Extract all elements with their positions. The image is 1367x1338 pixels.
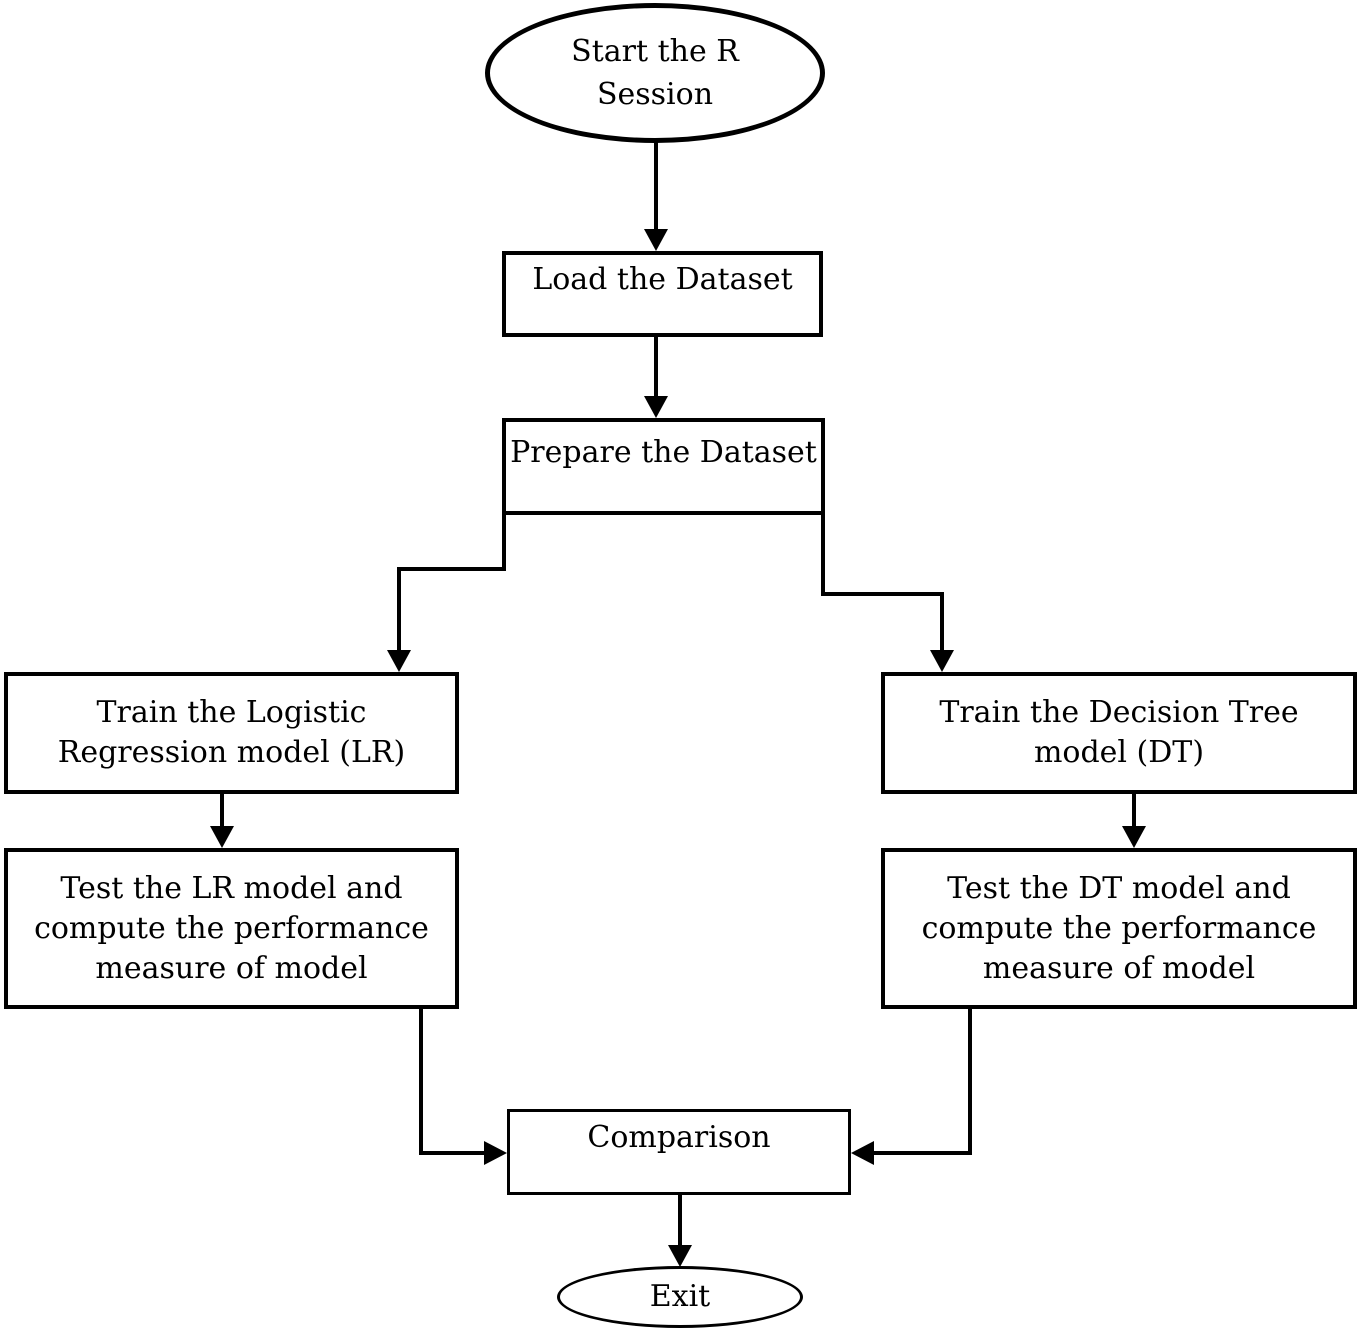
connector-testlr-comparison-h <box>419 1151 486 1155</box>
node-test-dt-label-line3: measure of model <box>982 950 1256 986</box>
node-start-label-line1: Start the R <box>571 34 739 69</box>
connector-prepare-traindt-v2 <box>940 592 944 651</box>
connector-comparison-exit-line <box>678 1195 682 1246</box>
connector-prepare-traindt-v1 <box>821 515 825 596</box>
connector-testdt-comparison-v <box>968 1009 972 1155</box>
arrowhead-comparison-exit-icon <box>668 1245 692 1267</box>
node-start-label-line2: Session <box>596 77 714 112</box>
node-test-lr-label-line2: compute the performance <box>34 910 429 946</box>
arrowhead-testlr-comparison-icon <box>484 1141 507 1165</box>
arrowhead-prepare-traindt-icon <box>930 650 954 672</box>
node-prepare-dataset-label: Prepare the Dataset <box>510 434 817 470</box>
arrowhead-traindt-testdt-icon <box>1122 826 1146 848</box>
arrowhead-start-load-icon <box>644 229 668 251</box>
connector-load-prepare-line <box>654 337 658 397</box>
connector-testlr-comparison-v <box>419 1009 423 1155</box>
connector-testdt-comparison-h <box>872 1151 972 1155</box>
connector-prepare-trainlr-h <box>397 567 506 571</box>
connector-start-load-line <box>654 141 658 230</box>
node-test-lr: Test the LR model and compute the perfor… <box>4 848 459 1009</box>
node-test-dt: Test the DT model and compute the perfor… <box>881 848 1357 1009</box>
node-train-dt-label-line1: Train the Decision Tree <box>939 695 1299 730</box>
node-comparison: Comparison <box>507 1109 851 1195</box>
connector-prepare-trainlr-v1 <box>502 515 506 571</box>
node-exit-terminal: Exit <box>557 1266 803 1328</box>
node-test-dt-label-line1: Test the DT model and <box>947 870 1291 906</box>
node-load-dataset-label: Load the Dataset <box>532 262 793 297</box>
connector-traindt-testdt-line <box>1132 794 1136 828</box>
node-exit-label: Exit <box>649 1279 711 1314</box>
node-train-lr-label-line1: Train the Logistic <box>96 695 367 730</box>
connector-prepare-traindt-h <box>821 592 944 596</box>
arrowhead-load-prepare-icon <box>644 396 668 418</box>
node-test-lr-label-line1: Test the LR model and <box>60 870 403 906</box>
node-load-dataset: Load the Dataset <box>502 251 823 337</box>
connector-prepare-trainlr-v2 <box>397 567 401 651</box>
node-test-dt-label-line2: compute the performance <box>921 910 1317 946</box>
node-comparison-label: Comparison <box>587 1120 771 1155</box>
node-train-lr: Train the Logistic Regression model (LR) <box>4 672 459 794</box>
arrowhead-trainlr-testlr-icon <box>210 826 234 848</box>
node-train-dt-label-line2: model (DT) <box>1033 735 1205 770</box>
node-test-lr-label-line3: measure of model <box>95 950 368 986</box>
connector-trainlr-testlr-line <box>220 794 224 828</box>
arrowhead-testdt-comparison-icon <box>851 1141 874 1165</box>
node-prepare-dataset: Prepare the Dataset <box>502 418 825 515</box>
arrowhead-prepare-trainlr-icon <box>387 650 411 672</box>
node-train-dt: Train the Decision Tree model (DT) <box>881 672 1357 794</box>
node-start-terminal: Start the R Session <box>485 3 825 143</box>
node-train-lr-label-line2: Regression model (LR) <box>57 735 406 770</box>
